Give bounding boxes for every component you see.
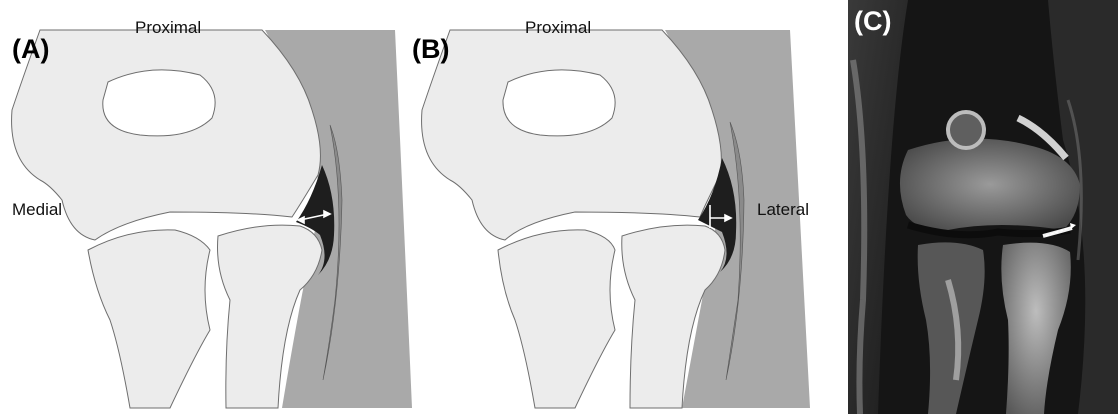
panel-b-label: (B) [412, 34, 449, 65]
panel-b: (B) Proximal Lateral [410, 0, 830, 414]
elbow-diagram-medial [0, 0, 420, 414]
panel-c: (C) [848, 0, 1118, 414]
panel-c-label: (C) [854, 6, 891, 37]
olecranon-fossa [103, 70, 215, 136]
panel-a: (A) Proximal Medial [0, 0, 420, 414]
ulna [498, 230, 615, 408]
proximal-label: Proximal [525, 18, 591, 38]
panel-a-label: (A) [12, 34, 49, 65]
lateral-label: Lateral [757, 200, 809, 220]
medial-label: Medial [12, 200, 62, 220]
mri-image [848, 0, 1118, 414]
olecranon-fossa [503, 70, 615, 136]
ulna [88, 230, 210, 408]
proximal-label: Proximal [135, 18, 201, 38]
